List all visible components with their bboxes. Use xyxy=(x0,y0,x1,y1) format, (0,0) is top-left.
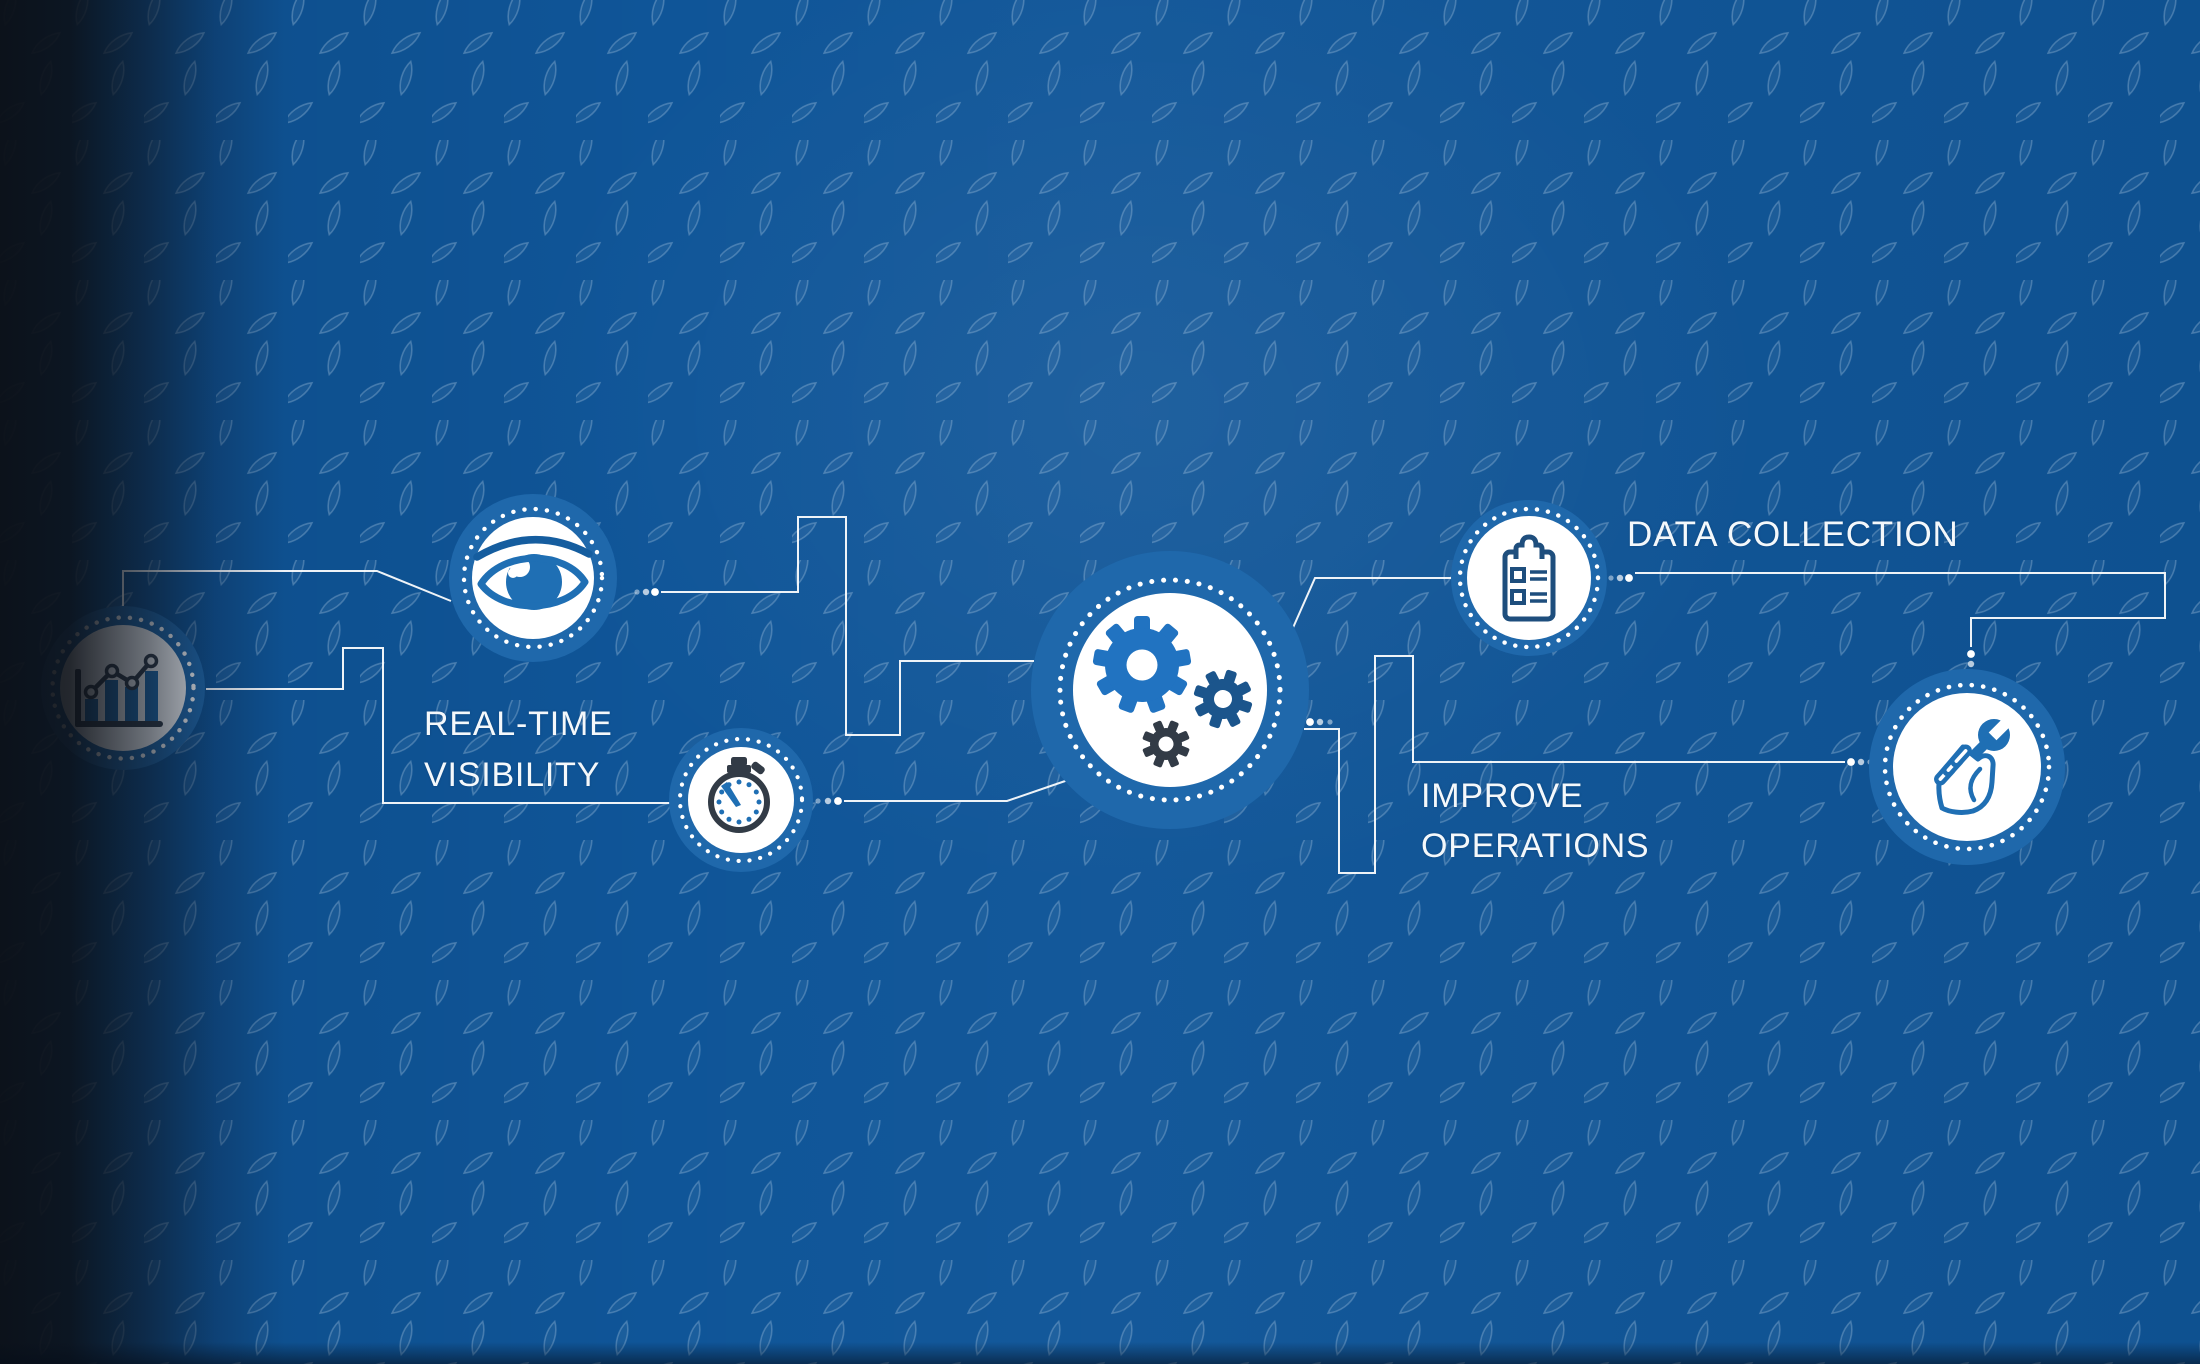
label-data-collection: DATA COLLECTION xyxy=(1627,515,1959,554)
label-line: REAL-TIME xyxy=(424,705,613,743)
label-improve-operations: IMPROVE OPERATIONS xyxy=(1421,771,1649,871)
label-real-time-visibility: REAL-TIME VISIBILITY xyxy=(424,699,613,801)
label-line: VISIBILITY xyxy=(424,756,601,794)
label-line: OPERATIONS xyxy=(1421,827,1650,865)
bottom-vignette xyxy=(0,1342,2200,1364)
label-line: IMPROVE xyxy=(1421,777,1584,815)
